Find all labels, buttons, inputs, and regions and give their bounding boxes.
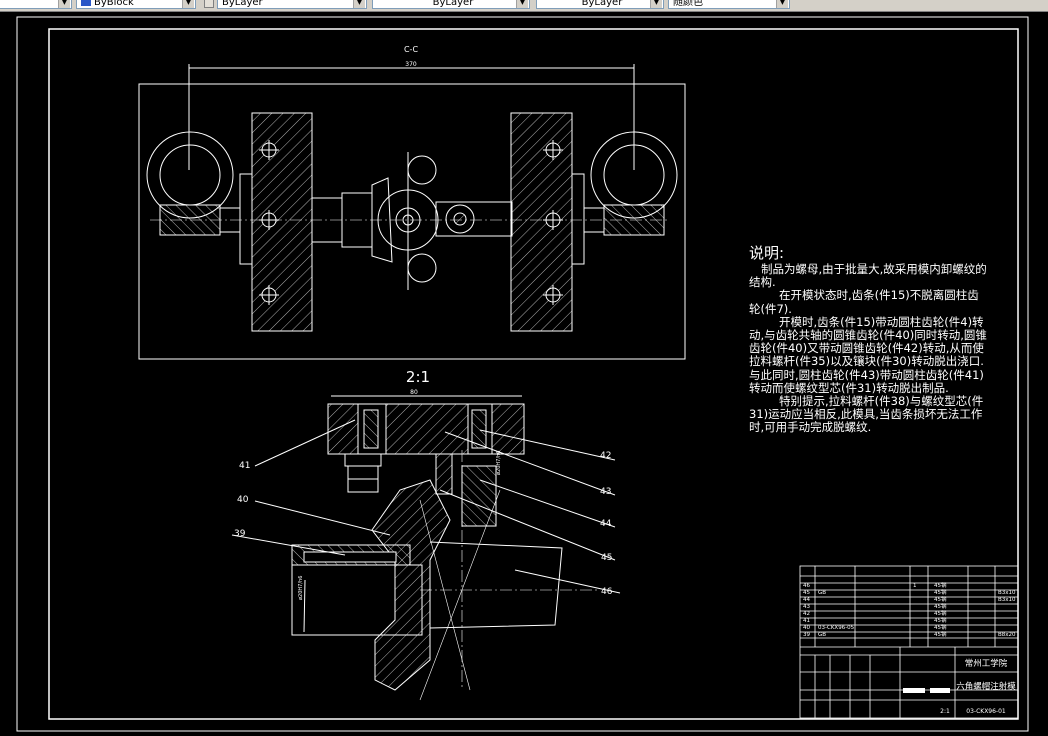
- note-paragraph: 在开模状态时,齿条(件15)不脱离圆柱齿轮(件7).: [749, 288, 979, 316]
- plotstyle-control[interactable]: ByLayer ▼: [536, 0, 664, 9]
- bom-cell-no: 43: [803, 604, 810, 610]
- detail-label: 2:1: [406, 368, 430, 386]
- bom-cell-note: B8x20: [998, 632, 1016, 638]
- color-control-value: ByBlock: [94, 0, 134, 8]
- bom-cell-material: 45钢: [934, 609, 947, 617]
- bom-cell-code: 03-CKX96-05: [818, 625, 855, 631]
- plotstyle-extra-control[interactable]: 随颜色 ▼: [668, 0, 790, 9]
- callout-39: 39: [234, 529, 246, 539]
- note-paragraph: 制品为螺母,由于批量大,故采用模内卸螺纹的结构.: [749, 262, 987, 290]
- lineweight-control-value: ByLayer: [432, 0, 474, 8]
- bom-cell-material: 45钢: [934, 630, 947, 638]
- bom-cell-note: B3x10: [998, 597, 1016, 603]
- bom-cell-material: 45钢: [934, 602, 947, 610]
- bom-cell-note: B3x10: [998, 590, 1016, 596]
- fit-text: ø20H7/h6: [496, 451, 502, 475]
- drawing-canvas[interactable]: C-C 370: [0, 12, 1048, 736]
- linetype-control[interactable]: ByLayer ▼: [217, 0, 367, 9]
- bom-cell-code: GB: [818, 632, 826, 638]
- scale-value: 2:1: [940, 708, 950, 715]
- dimension-text: 80: [410, 389, 418, 396]
- leader-41: [254, 419, 356, 467]
- bom-cell-code: GB: [818, 590, 826, 596]
- bom-cell-no: 41: [803, 618, 810, 624]
- drawing-svg: C-C 370: [16, 16, 1029, 732]
- left-plate: [251, 112, 313, 332]
- bom-cell-no: 45: [803, 590, 810, 596]
- plotstyle-extra-value: 随颜色: [673, 0, 703, 8]
- school-name: 常州工学院: [965, 658, 1008, 669]
- color-control[interactable]: ByBlock ▼: [76, 0, 196, 9]
- bom-cell-no: 42: [803, 611, 810, 617]
- linetype-control-value: ByLayer: [222, 0, 263, 8]
- leader-45: [439, 489, 616, 561]
- bom-grid: [800, 566, 1018, 648]
- callout-42: 42: [600, 451, 611, 461]
- fit-text-left: ø20H7/h6: [298, 576, 304, 600]
- note-paragraph: 开模时,齿条(件15)带动圆柱齿轮(件4)转动,与齿轮共轴的圆锥齿轮(件40)同…: [749, 314, 987, 395]
- bom-cell-no: 46: [803, 583, 810, 589]
- upper-gear-block: [327, 403, 525, 455]
- color-swatch-icon: [81, 0, 91, 6]
- outer-frame: [16, 16, 1029, 732]
- leader-43: [444, 431, 616, 496]
- mold-outline: [138, 83, 686, 360]
- section-view-cc[interactable]: C-C 370: [138, 45, 686, 360]
- chevron-down-icon[interactable]: ▼: [353, 0, 365, 8]
- leader-42: [479, 429, 616, 461]
- chevron-down-icon[interactable]: ▼: [650, 0, 662, 8]
- section-label: C-C: [404, 45, 418, 54]
- properties-toolbar: ▼ ByBlock ▼ ByLayer ▼ ByLayer ▼ ByLayer …: [0, 0, 1048, 12]
- leader-44: [479, 479, 616, 528]
- part-46: [429, 541, 563, 629]
- layer-combo[interactable]: ▼: [0, 0, 72, 9]
- chevron-down-icon[interactable]: ▼: [182, 0, 194, 8]
- dimension-text: 370: [405, 61, 417, 68]
- bom-cell-material: 45钢: [934, 616, 947, 624]
- right-plate: [510, 112, 573, 332]
- callout-40: 40: [237, 495, 249, 505]
- detail-view[interactable]: 2:1 80 ø20H7/h6 ø20H7/h6: [231, 368, 621, 701]
- design-notes: 说明: 制品为螺母,由于批量大,故采用模内卸螺纹的结构. 在开模状态时,齿条(件…: [749, 244, 989, 435]
- note-paragraph: 特别提示,拉料螺杆(件38)与螺纹型芯(件31)运动应当相反,此模具,当齿条损坏…: [749, 394, 984, 435]
- callout-46: 46: [601, 587, 613, 597]
- callout-45: 45: [601, 553, 612, 563]
- bom-cell-material: 45钢: [934, 581, 947, 589]
- bevel-gear-section: [371, 177, 393, 263]
- bom-cell-no: 40: [803, 625, 810, 631]
- callout-44: 44: [600, 519, 612, 529]
- drawing-name: 六角螺帽注射模: [956, 681, 1016, 692]
- plotstyle-control-value: ByLayer: [581, 0, 623, 8]
- chevron-down-icon[interactable]: ▼: [58, 0, 70, 8]
- chevron-down-icon[interactable]: ▼: [516, 0, 528, 8]
- match-properties-button[interactable]: [204, 0, 214, 8]
- lineweight-control[interactable]: ByLayer ▼: [372, 0, 530, 9]
- chevron-down-icon[interactable]: ▼: [776, 0, 788, 8]
- drawing-number: 03-CKX96-01: [966, 708, 1006, 715]
- left-eye-inner: [159, 144, 221, 206]
- leader-40: [254, 500, 391, 536]
- bom-cell-no: 39: [803, 632, 810, 638]
- bom-cell-no: 44: [803, 597, 810, 603]
- inner-frame: [48, 28, 1019, 720]
- callout-41: 41: [239, 461, 250, 471]
- bom-cell-material: 45钢: [934, 623, 947, 631]
- bom-cell-material: 45钢: [934, 595, 947, 603]
- notes-title: 说明:: [749, 244, 785, 262]
- callout-43: 43: [600, 487, 611, 497]
- leader-46: [514, 569, 621, 594]
- bevel-gear-40: [371, 479, 451, 691]
- bom-cell-material: 45钢: [934, 588, 947, 596]
- bom-cell-qty: 1: [913, 583, 917, 589]
- leader-39: [231, 534, 346, 556]
